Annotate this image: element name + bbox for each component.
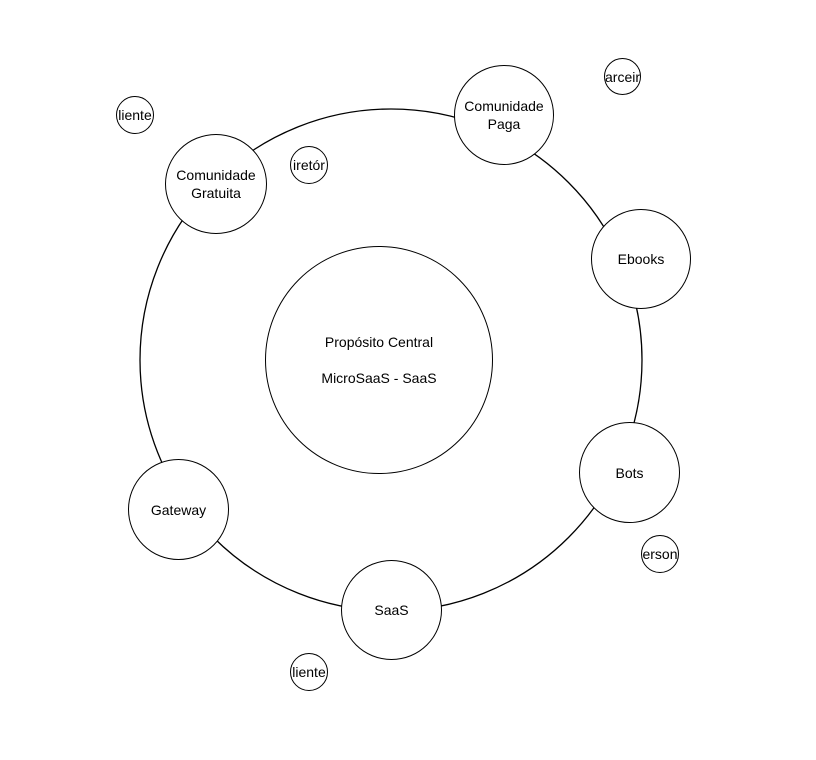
node-comunidade-gratuita-line2: Gratuita [191, 185, 241, 201]
node-comunidade-paga-line1: Comunidade [464, 98, 544, 114]
satellite-parceiro-label: arceir [605, 68, 641, 85]
satellite-cliente-top-left[interactable]: liente [116, 96, 154, 134]
satellite-diretorio-label: iretór [293, 157, 325, 173]
satellite-cliente-top-left-label: liente [118, 107, 152, 123]
satellite-parceiro[interactable]: arceir [604, 58, 641, 95]
central-purpose-title: Propósito Central [324, 334, 434, 350]
node-ebooks[interactable]: Ebooks [591, 209, 691, 309]
satellite-cliente-bottom-label: liente [292, 664, 326, 680]
satellite-cliente-bottom[interactable]: liente [290, 653, 328, 691]
node-bots-label: Bots [615, 464, 644, 481]
central-purpose-node[interactable]: Propósito Central MicroSaaS - SaaS [265, 246, 493, 474]
node-saas-label: SaaS [374, 602, 409, 618]
node-comunidade-gratuita-line1: Comunidade [176, 167, 256, 183]
node-comunidade-paga[interactable]: Comunidade Paga [454, 65, 554, 165]
satellite-persona[interactable]: erson [641, 535, 679, 573]
satellite-diretorio[interactable]: iretór [290, 146, 328, 184]
node-ebooks-label: Ebooks [617, 251, 665, 267]
node-saas[interactable]: SaaS [341, 560, 442, 660]
central-purpose-subtitle: MicroSaaS - SaaS [321, 370, 437, 386]
satellite-persona-label: erson [642, 546, 678, 562]
node-gateway-label: Gateway [150, 501, 207, 518]
node-comunidade-paga-line2: Paga [487, 116, 521, 132]
node-bots[interactable]: Bots [579, 422, 680, 523]
node-gateway[interactable]: Gateway [128, 459, 229, 560]
node-comunidade-gratuita[interactable]: Comunidade Gratuita [165, 134, 267, 234]
